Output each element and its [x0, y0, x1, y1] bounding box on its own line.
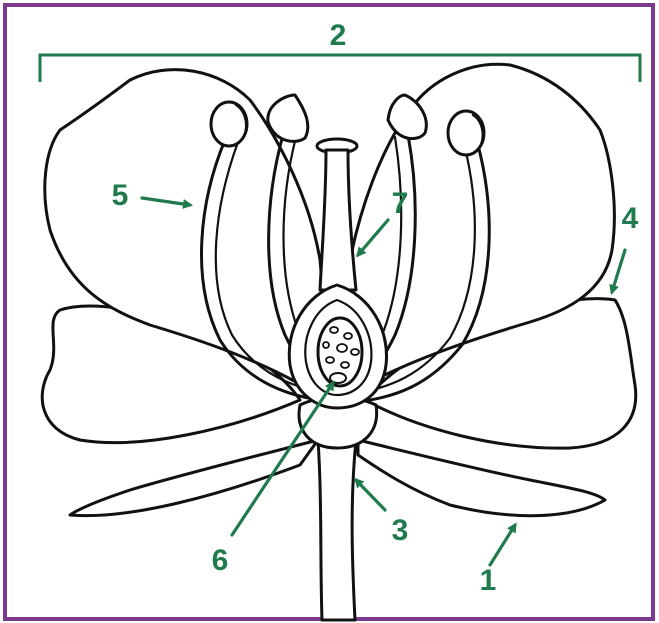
ovule: [337, 344, 347, 352]
label-7: 7: [392, 187, 409, 220]
label-6: 6: [212, 544, 229, 577]
style: [320, 150, 356, 290]
sepal-right: [358, 440, 605, 516]
label-4: 4: [622, 202, 639, 235]
arrow-1: [490, 525, 515, 565]
ovule: [330, 373, 346, 383]
ovule: [341, 362, 349, 368]
arrow-3: [356, 480, 385, 510]
sepal-left: [70, 440, 318, 516]
ovule: [330, 327, 338, 333]
label-1: 1: [480, 564, 497, 597]
ovule: [351, 349, 359, 355]
ovule: [344, 333, 352, 339]
arrow-4: [612, 250, 625, 292]
ovule: [326, 357, 334, 363]
anther-inner-left: [268, 95, 308, 141]
ovule: [323, 342, 329, 348]
label-3: 3: [392, 514, 409, 547]
label-2: 2: [330, 19, 347, 52]
label-5: 5: [112, 179, 129, 212]
flower-stalk: [318, 440, 356, 620]
flower-bracket: [40, 55, 640, 82]
